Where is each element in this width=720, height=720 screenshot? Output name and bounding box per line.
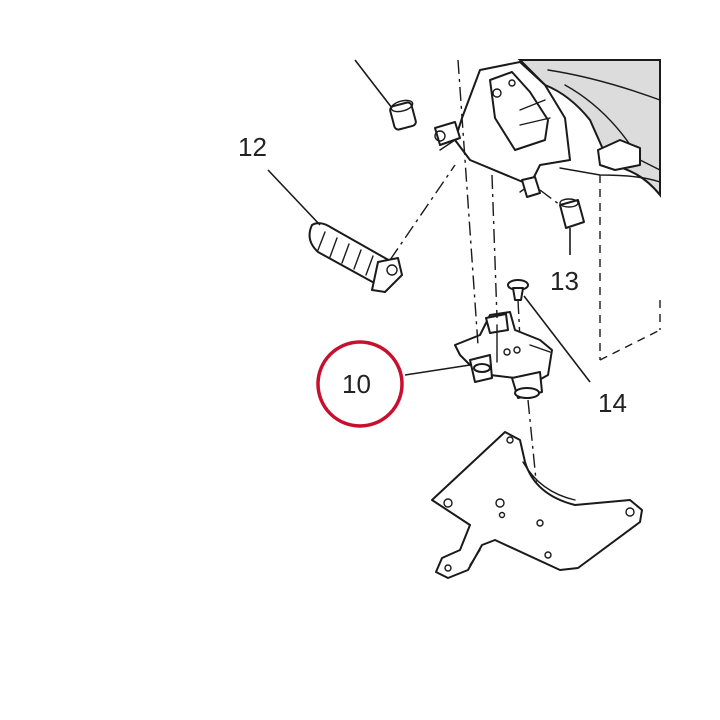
callout-label-12: 12 [238, 132, 267, 162]
callout-label-14: 14 [598, 388, 627, 418]
bushing-part-13 [521, 176, 585, 255]
callout-label-10: 10 [342, 369, 371, 399]
callout-label-13: 13 [550, 266, 579, 296]
frame-assembly [439, 59, 661, 361]
highlight-ring [316, 340, 404, 428]
bracket-part-10 [404, 311, 553, 399]
base-plate [431, 431, 643, 579]
footpeg-part-12 [267, 164, 456, 293]
bolt-part-14 [507, 279, 591, 383]
bushing-upper [354, 59, 461, 146]
